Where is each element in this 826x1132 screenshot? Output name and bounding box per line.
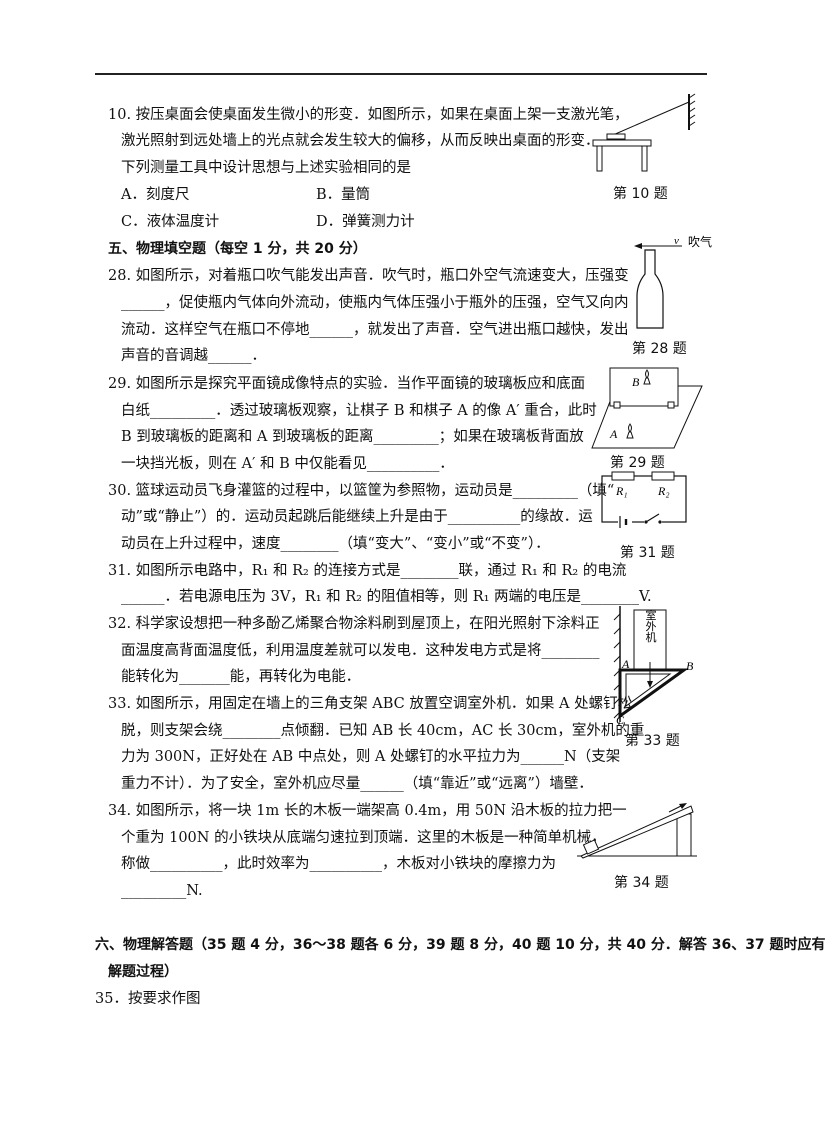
q28-line1: 28. 如图所示，对着瓶口吹气能发出声音．吹气时，瓶口外空气流速变大，压强变 bbox=[108, 268, 629, 284]
q31-line2: ______．若电源电压为 3V，R₁ 和 R₂ 的阻值相等，则 R₁ 两端的电… bbox=[121, 589, 652, 605]
q34-line1: 34. 如图所示，将一块 1m 长的木板一端架高 0.4m，用 50N 沿木板的… bbox=[108, 803, 627, 819]
q28-line4: 声音的音调越______． bbox=[121, 348, 266, 364]
q10-line3: 下列测量工具中设计思想与上述实验相同的是 bbox=[121, 160, 411, 176]
q10-option-b: B．量筒 bbox=[316, 187, 371, 203]
section6-title-line2: 解题过程） bbox=[108, 964, 178, 980]
q34-fig-caption: 第 34 题 bbox=[614, 875, 669, 891]
q28-fig-blow: 吹气 bbox=[688, 234, 712, 249]
q30-line3: 动员在上升过程中，速度________（填“变大”、“变小”或“不变”）． bbox=[121, 536, 550, 552]
q33-line3: 力为 300N，正好处在 AB 中点处，则 A 处螺钉的水平拉力为______N… bbox=[121, 749, 621, 765]
q34-line4: _________N. bbox=[121, 883, 203, 899]
q10-option-d: D．弹簧测力计 bbox=[316, 214, 415, 230]
q29-fig-caption: 第 29 题 bbox=[610, 455, 665, 471]
q28-figure: v 吹气 bbox=[634, 234, 712, 329]
q32-line1: 32. 科学家设想把一种多酚乙烯聚合物涂料刷到屋顶上，在阳光照射下涂料正 bbox=[108, 616, 600, 632]
q29-fig-label-a: A bbox=[609, 427, 618, 441]
header-rule bbox=[95, 73, 707, 75]
q10-fig-caption: 第 10 题 bbox=[613, 186, 668, 202]
q33-fig-unit-text: 室外机 bbox=[644, 608, 657, 642]
q29-line2: 白纸_________．透过玻璃板观察，让棋子 B 和棋子 A 的像 A′ 重合… bbox=[121, 403, 597, 419]
section6-title-line1: 六、物理解答题（35 题 4 分，36～38 题各 6 分，39 题 8 分，4… bbox=[95, 937, 826, 953]
q10-figure bbox=[592, 93, 696, 172]
q28-line2: ______，促使瓶内气体向外流动，使瓶内气体压强小于瓶外的压强，空气又向内 bbox=[121, 295, 629, 311]
q29-fig-label-b: B bbox=[632, 375, 640, 389]
q33-fig-label-a: A bbox=[621, 657, 630, 671]
q33-line2: 脱，则支架会绕________点倾翻．已知 AB 长 40cm，AC 长 30c… bbox=[121, 723, 645, 739]
q28-fig-v: v bbox=[674, 235, 679, 247]
section5-title: 五、物理填空题（每空 1 分，共 20 分） bbox=[108, 241, 367, 257]
q33-line4: 重力不计）．为了安全，室外机应尽量______（填“靠近”或“远离”）墙壁． bbox=[121, 776, 593, 792]
q28-fig-caption: 第 28 题 bbox=[632, 341, 687, 357]
q31-fig-label-r1: R₁ bbox=[615, 484, 628, 498]
q33-line1: 33. 如图所示，用固定在墙上的三角支架 ABC 放置空调室外机．如果 A 处螺… bbox=[108, 696, 633, 712]
q31-figure: R₁ R₂ bbox=[601, 471, 687, 528]
q34-line2: 个重为 100N 的小铁块从底端匀速拉到顶端．这里的木板是一种简单机械， bbox=[121, 830, 606, 846]
q31-line1: 31. 如图所示电路中，R₁ 和 R₂ 的连接方式是________联，通过 R… bbox=[108, 563, 627, 579]
q33-fig-label-b: B bbox=[686, 659, 694, 673]
q32-line2: 面温度高背面温度低，利用温度差就可以发电．这种发电方式是将________ bbox=[121, 643, 600, 659]
q35-line1: 35．按要求作图 bbox=[95, 991, 201, 1007]
q33-fig-caption: 第 33 题 bbox=[625, 733, 680, 749]
q30-line2: 动”或“静止”）的．运动员起跳后能继续上升是由于__________的缘故．运 bbox=[121, 509, 593, 525]
q10-option-c: C．液体温度计 bbox=[121, 214, 220, 230]
q10-option-a: A．刻度尺 bbox=[121, 187, 190, 203]
q30-line1: 30. 篮球运动员飞身灌篮的过程中，以篮筐为参照物，运动员是_________（… bbox=[108, 483, 615, 499]
q10-line1: 10. 按压桌面会使桌面发生微小的形变．如图所示，如果在桌面上架一支激光笔， bbox=[108, 107, 629, 123]
q31-fig-label-r2: R₂ bbox=[657, 484, 670, 498]
q32-line3: 能转化为_______能，再转化为电能． bbox=[121, 669, 361, 685]
q29-line1: 29. 如图所示是探究平面镜成像特点的实验．当作平面镜的玻璃板应和底面 bbox=[108, 376, 586, 392]
q28-line3: 流动．这样空气在瓶口不停地______，就发出了声音．空气进出瓶口越快，发出 bbox=[121, 322, 629, 338]
q29-figure: B A bbox=[591, 367, 703, 449]
q33-figure: 室外机 A B C bbox=[613, 606, 694, 727]
q34-figure bbox=[577, 803, 697, 859]
q29-line4: 一块挡光板，则在 A′ 和 B 中仅能看见__________． bbox=[121, 456, 454, 472]
q33-fig-label-c: C bbox=[616, 713, 625, 727]
q10-line2: 激光照射到远处墙上的光点就会发生较大的偏移，从而反映出桌面的形变． bbox=[121, 133, 600, 149]
q34-line3: 称做__________，此时效率为__________，木板对小铁块的摩擦力为 bbox=[121, 856, 556, 872]
q31-fig-caption: 第 31 题 bbox=[620, 545, 675, 561]
q29-line3: B 到玻璃板的距离和 A 到玻璃板的距离_________；如果在玻璃板背面放 bbox=[121, 429, 584, 445]
